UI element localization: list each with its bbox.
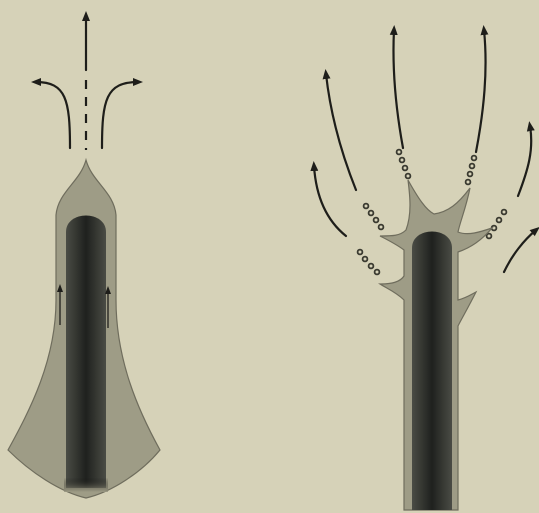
left-core-fade [64, 420, 108, 492]
right-core [412, 232, 452, 511]
right-bead-trail-4 [487, 210, 507, 239]
right-arrow-5 [518, 126, 531, 196]
left-diagram [8, 16, 160, 498]
left-curved-arrow-left [36, 82, 70, 148]
right-diagram [314, 30, 536, 510]
right-bead-trail-1 [397, 150, 411, 179]
right-arrow-4 [476, 30, 486, 152]
right-arrow-2 [326, 74, 356, 190]
right-arrow-6 [504, 230, 536, 272]
right-bead-trail-5 [358, 250, 380, 275]
right-arrow-1 [314, 166, 346, 236]
right-bead-trail-3 [364, 204, 384, 230]
right-bead-trail-2 [466, 156, 477, 185]
right-arrow-3 [393, 30, 403, 148]
left-curved-arrow-right [102, 82, 138, 148]
